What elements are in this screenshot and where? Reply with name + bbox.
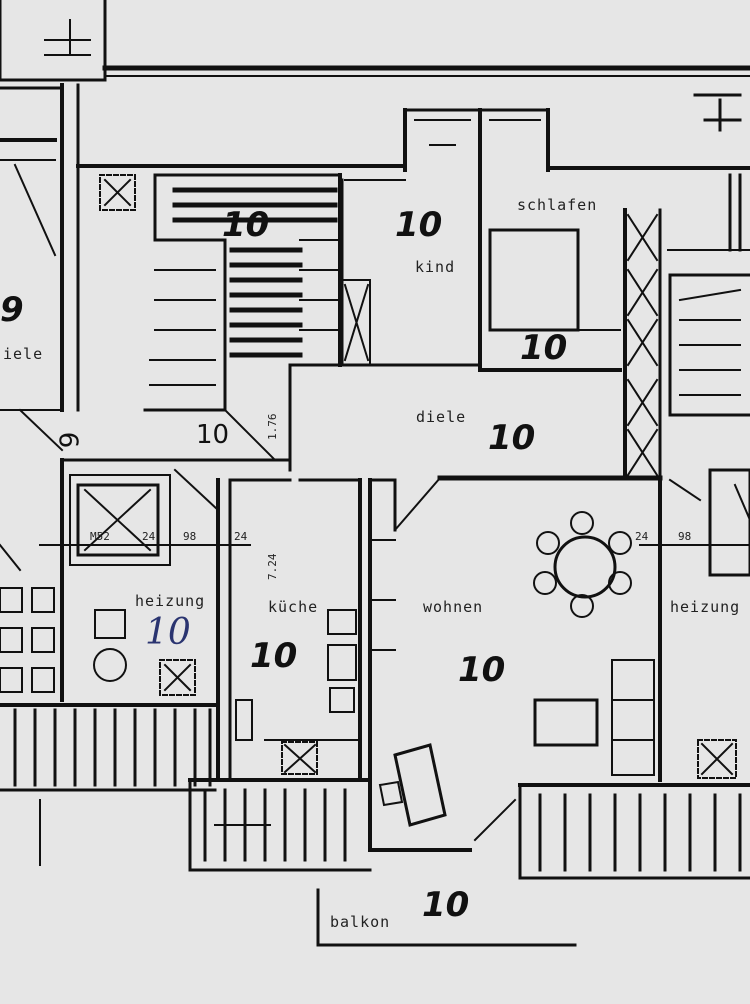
unit-mark-diele: 10 bbox=[488, 418, 536, 458]
room-label-heizung-right: heizung bbox=[670, 598, 741, 616]
unit-mark-stair: 10 bbox=[222, 205, 270, 245]
dimension-24-right: 24 bbox=[635, 530, 649, 543]
room-label-kind: kind bbox=[415, 258, 456, 276]
stair-number-10: 10 bbox=[196, 420, 230, 450]
unit-mark-schlafen: 10 bbox=[520, 328, 568, 368]
dimension-24-mid: 24 bbox=[234, 530, 248, 543]
top-left-block bbox=[0, 0, 107, 82]
room-label-kueche: küche bbox=[268, 598, 319, 616]
room-label-diele: diele bbox=[416, 408, 467, 426]
unit-mark-kind: 10 bbox=[395, 205, 443, 245]
dimension-24-left: 24 bbox=[142, 530, 156, 543]
dimension-m52: M52 bbox=[90, 530, 110, 543]
dimension-724: 7.24 bbox=[266, 553, 279, 581]
unit-mark-wohnen: 10 bbox=[458, 650, 506, 690]
room-label-heizung-left: heizung bbox=[135, 592, 206, 610]
stair-number-9: 9 bbox=[55, 431, 86, 449]
unit-mark-balkon: 10 bbox=[422, 885, 470, 925]
unit-mark-heizung-blue: 10 bbox=[145, 612, 191, 653]
dimension-176: 1.76 bbox=[266, 413, 279, 441]
dimension-98-left: 98 bbox=[183, 530, 197, 543]
unit-mark-left: 9 bbox=[0, 290, 24, 330]
room-label-balkon: balkon bbox=[330, 913, 391, 931]
room-label-wohnen: wohnen bbox=[423, 598, 484, 616]
dimension-98-right: 98 bbox=[678, 530, 692, 543]
unit-mark-kueche: 10 bbox=[250, 636, 298, 676]
room-label-schlafen: schlafen bbox=[517, 196, 598, 214]
room-label-diele-left: iele bbox=[3, 345, 44, 363]
